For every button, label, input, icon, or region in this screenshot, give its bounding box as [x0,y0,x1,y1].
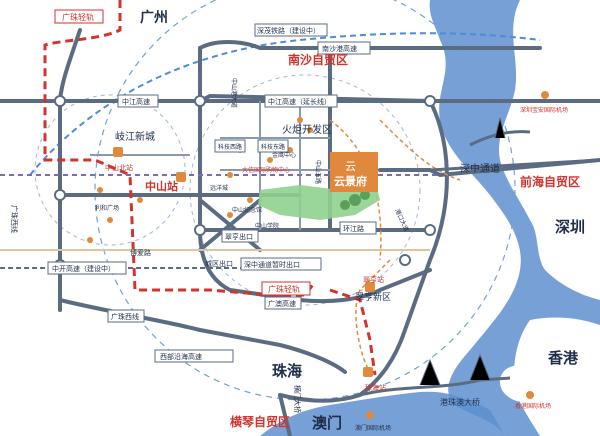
range-ring-outer [94,0,516,401]
label-chengqu-exit: 城区出口 [205,259,233,268]
shenzhen-pylons [494,117,506,139]
rail-label-boxes [54,9,311,296]
label-xibu: 西部沿海高速 [160,352,202,361]
estuary-water-lower [260,391,505,436]
shenmao-railway [29,32,541,176]
label-poi-4: 远洋城 [210,184,228,192]
shenzhen-land [498,0,600,300]
city-ring-left [34,94,186,246]
label-macau: 澳门 [312,414,342,432]
project-block[interactable] [330,152,378,192]
label-poi-1: 大信国际购物中心 [242,166,290,174]
label-zhuhai: 珠海 [272,362,302,380]
airport-markers [366,91,549,419]
label-guangao: 广澳高速 [268,299,296,308]
label-zhongkai: 中开高速（建设中） [52,264,115,273]
label-cuiheng-station: 翠亨站 [363,275,384,284]
label-poi-5: 利和广场 [95,204,119,212]
label-shenzhong-exit: 深中通道暂时出口 [244,260,300,269]
guangzhu-light-rail [43,0,377,376]
label-zhongshan5: 中山五路 [314,160,322,184]
range-ring-inner [189,74,421,306]
label-guangzhou: 广州 [140,9,168,25]
label-hzm: 港珠澳大桥 [440,397,480,407]
label-zhongshan-north: 中山北站 [105,163,133,172]
label-hengqin: 横琴自贸区 [230,414,290,429]
label-poi-2: 金鹰中心 [272,151,296,159]
label-zhongshan-ave: 中山港大道 [230,78,238,108]
label-guangzhu-west-v: 广珠西线 [10,205,19,233]
label-zhongjiang: 中江高速 [122,97,150,106]
label-zhuhai-station: 珠海站 [365,383,386,392]
label-bolu: 博爱路 [130,248,151,257]
label-poi-6: 中山学院 [255,222,279,230]
label-guangzhu-west: 广珠西线 [111,312,139,321]
label-cuiheng-exit: 翠亨出口 [225,232,253,241]
station-markers[interactable] [113,147,375,377]
hongkong-land [513,317,600,436]
lantau-island [499,365,545,402]
label-qijiang: 岐江新城 [115,130,155,143]
poi-pins [87,117,313,243]
label-zhongshan-station: 中山站 [145,179,178,193]
label-rail-gz: 广珠轻轨 [62,12,94,22]
label-poi-3: 中山纪念馆 [232,206,262,214]
label-kejixi: 科技西路 [218,143,242,151]
label-nansha: 南沙自贸区 [288,52,348,67]
label-hongkong: 香港 [548,349,579,367]
label-macau-airport: 澳门国际机场 [355,424,391,432]
label-shenzhen: 深圳 [555,218,585,236]
label-shenzhen-airport: 深圳宝安国际机场 [520,106,568,114]
shenzhong-channel [429,158,600,172]
label-kejidong: 科技东路 [261,143,285,151]
road-label-boxes [47,23,377,363]
label-shenmao: 深茂铁路（建设中） [257,26,320,35]
park-tree-1 [349,194,361,206]
label-hk-airport: 香港国际机场 [515,402,551,410]
label-qianhai: 前海自贸区 [520,174,580,189]
park-tree-3 [340,200,350,210]
labels: 广州 珠海 澳门 深圳 香港 南沙自贸区 前海自贸区 横琴自贸区 火炬开发区 翠… [10,9,585,432]
hzm-bridge [359,376,511,397]
project-name: 云景府 [334,174,367,188]
label-huanjiang: 环江路 [343,224,364,233]
label-nansha-hw: 南沙港高速 [322,44,357,53]
project-logo: 云 [345,161,356,173]
label-shenzhong: 深中通道 [460,162,500,175]
hzm-pylons [419,353,491,386]
label-hengmen: 横门大桥 [293,385,302,413]
label-rail-gz-2: 广珠轻轨 [268,284,300,294]
label-zhongjiang-ext: 中江高速（延长线） [268,97,331,106]
label-cuiheng: 翠亨新区 [355,291,391,302]
label-huoju: 火炬开发区 [282,123,332,136]
park-tree-2 [360,190,370,200]
